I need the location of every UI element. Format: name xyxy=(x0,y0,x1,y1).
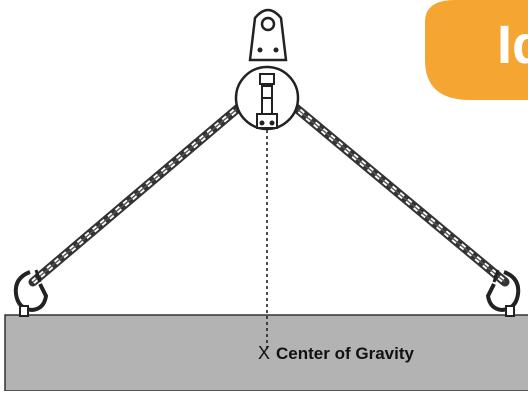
center-of-gravity-label: X Center of Gravity xyxy=(258,343,414,364)
left-sling-hook-icon xyxy=(13,269,49,317)
left-chain-sling xyxy=(28,93,255,287)
shackle-plate-icon xyxy=(234,8,300,131)
load-block xyxy=(4,314,528,392)
cog-text: Center of Gravity xyxy=(276,344,414,363)
right-chain-sling xyxy=(279,93,510,287)
corner-badge xyxy=(425,0,528,100)
badge-text: Id xyxy=(497,15,528,75)
right-sling-hook-icon xyxy=(485,269,521,317)
cog-marker: X xyxy=(258,343,271,363)
